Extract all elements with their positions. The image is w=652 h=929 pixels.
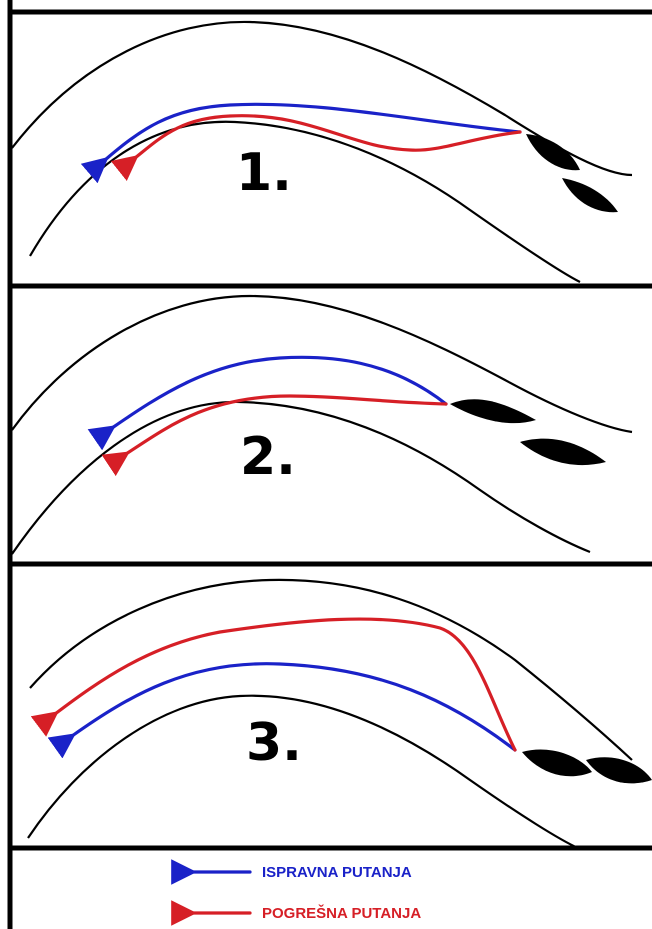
road-inner-edge — [27, 694, 579, 850]
road-inner-edge — [29, 120, 581, 283]
panel-1: 1. — [11, 20, 633, 283]
road-outer-edge — [29, 578, 633, 761]
boat-silhouette-icon — [526, 134, 580, 171]
legend: ISPRAVNA PUTANJA POGREŠNA PUTANJA — [171, 859, 421, 926]
legend-item-correct: ISPRAVNA PUTANJA — [171, 859, 412, 885]
wrong-line-path — [101, 394, 448, 477]
correct-line-path — [47, 662, 517, 759]
boat-silhouette-icon — [520, 438, 606, 466]
correct-line-path — [87, 355, 448, 451]
wrong-line-path — [110, 114, 522, 181]
panel-number-label: 3. — [246, 713, 302, 773]
legend-item-wrong: POGREŠNA PUTANJA — [171, 900, 421, 926]
boat-silhouette-icon — [522, 749, 592, 777]
boat-silhouette-icon — [562, 178, 618, 213]
road-outer-edge — [11, 294, 633, 434]
boat-silhouette-icon — [450, 399, 536, 424]
panel-3: 3. — [27, 578, 652, 850]
wrong-line-path — [30, 617, 517, 752]
correct-line-path — [80, 102, 522, 184]
panel-2: 2. — [11, 294, 633, 555]
road-inner-edge — [11, 400, 591, 555]
legend-label-correct: ISPRAVNA PUTANJA — [262, 864, 412, 881]
legend-label-wrong: POGREŠNA PUTANJA — [262, 904, 421, 922]
panel-number-label: 1. — [236, 143, 292, 203]
boat-silhouette-icon — [586, 757, 652, 784]
panel-number-label: 2. — [240, 427, 296, 487]
